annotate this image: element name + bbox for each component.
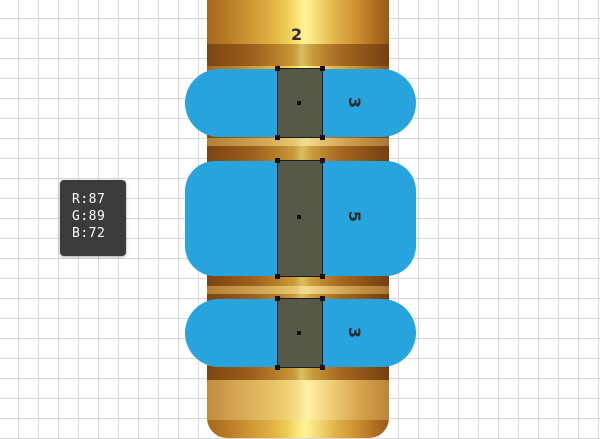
- red-row: R:87: [72, 191, 126, 208]
- top-pill-label: 3: [345, 96, 365, 109]
- blue-label: B:: [72, 226, 89, 241]
- bottom-anchor-handle[interactable]: [275, 365, 280, 370]
- middle-pill-label: 5: [345, 210, 365, 223]
- green-value: 89: [88, 209, 106, 224]
- middle-anchor-handle[interactable]: [320, 274, 325, 279]
- blue-value: 72: [88, 226, 106, 241]
- top-anchor-handle[interactable]: [320, 135, 325, 140]
- pillar-band-dark: [207, 44, 389, 66]
- top-center-point: [297, 101, 301, 105]
- pillar-band-light: [207, 138, 389, 146]
- pillar-band-light: [207, 286, 389, 294]
- bottom-pill-label: 3: [345, 326, 365, 339]
- pillar-band-light: [207, 380, 389, 420]
- middle-anchor-handle[interactable]: [320, 158, 325, 163]
- top-anchor-handle[interactable]: [320, 66, 325, 71]
- bottom-anchor-handle[interactable]: [320, 365, 325, 370]
- bottom-center-point: [297, 331, 301, 335]
- top-anchor-handle[interactable]: [275, 135, 280, 140]
- bottom-selection-rect[interactable]: [277, 298, 323, 368]
- red-label: R:: [72, 192, 89, 207]
- bottom-anchor-handle[interactable]: [275, 296, 280, 301]
- top-anchor-handle[interactable]: [275, 66, 280, 71]
- green-label: G:: [72, 209, 89, 224]
- middle-anchor-handle[interactable]: [275, 274, 280, 279]
- green-row: G:89: [72, 208, 126, 225]
- red-value: 87: [88, 192, 106, 207]
- color-info-panel: R:87 G:89 B:72: [60, 180, 126, 256]
- bottom-anchor-handle[interactable]: [320, 296, 325, 301]
- middle-center-point: [297, 215, 301, 219]
- middle-anchor-handle[interactable]: [275, 158, 280, 163]
- pillar-width-label: 2: [291, 25, 303, 44]
- blue-row: B:72: [72, 225, 126, 242]
- pillar-band-dark: [207, 366, 389, 380]
